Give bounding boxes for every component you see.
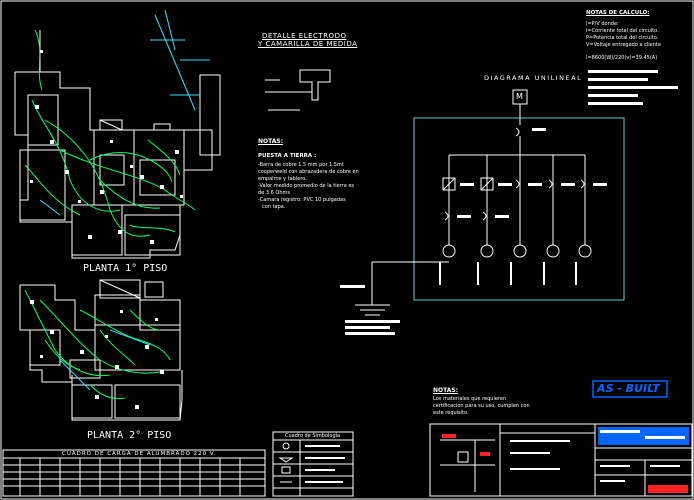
grounding-note-line: con tapa. <box>262 204 286 210</box>
materials-note-line: este requisito. <box>433 410 469 416</box>
calc-notes-heading: NOTAS DE CALCULO: <box>586 10 650 16</box>
materials-notes-heading: NOTAS: <box>433 387 459 394</box>
floor-plan-2-devices <box>30 300 164 409</box>
meter-label: M <box>516 92 523 101</box>
distribution-panel <box>413 117 625 301</box>
grounding-notes-heading: NOTAS: <box>258 138 284 145</box>
floor-plan-2-wiring <box>24 289 171 399</box>
symbology-text-blocks <box>305 445 345 483</box>
electrode-detail-drawing <box>265 69 331 111</box>
single-line-diagram-title: DIAGRAMA UNILINEAL <box>484 74 583 82</box>
grounding-note-line: empalme y tablero. <box>258 176 307 182</box>
as-built-stamp-box <box>592 380 668 398</box>
title-block <box>429 423 693 497</box>
as-built-stamp: AS - BUILT <box>597 382 660 395</box>
grounding-notes-subheading: PUESTA A TIERRA : <box>258 153 317 159</box>
floor-plan-1-wiring <box>24 9 210 237</box>
calc-note-line: V=Voltaje entregado a cliente <box>586 42 661 48</box>
single-line-diagram <box>355 89 625 316</box>
electrode-detail-title-1: DETALLE ELECTRODO <box>262 32 347 40</box>
grounding-note-line: -Camara registro: PVC 10 pulgadas <box>258 197 346 203</box>
grounding-note-line: de 3.6 Ohms <box>258 190 290 196</box>
floor-plan-2-title: PLANTA 2° PISO <box>87 430 172 441</box>
floor-plan-2 <box>19 279 183 421</box>
load-table-title: CUADRO DE CARGA DE ALUMBRADO 220 V. <box>62 451 217 457</box>
calc-formula: I=8600(W)/220(v)=39.45(A) <box>586 55 658 61</box>
grounding-note-line: -Valor medido promedio de la tierra es <box>258 183 355 189</box>
floor-plan-1-title: PLANTA 1° PISO <box>83 263 168 274</box>
electrode-detail-title-2: Y CAMARILLA DE MEDIDA <box>258 40 358 48</box>
title-block-red-mark <box>648 485 688 493</box>
grounding-note-line: cooperweld con abrazadera de cobre en <box>258 169 359 175</box>
calc-notes-extra-blocks <box>588 70 678 105</box>
floor-plan-1-devices <box>30 50 183 244</box>
symbology-title: Cuadro de Simbología <box>285 433 341 439</box>
calc-note-line: I=P/V donde: <box>586 21 619 27</box>
grounding-note-line: -Barra de cobre 1.5 mm por 1.5mt <box>258 162 344 168</box>
materials-note-line: certificación para su uso, cumplen con <box>433 403 530 409</box>
single-line-labels <box>340 128 607 335</box>
load-table <box>2 449 266 497</box>
title-block-marks <box>442 427 689 493</box>
calc-note-line: I=Corriente total del circuito. <box>586 28 659 34</box>
symbology-table <box>272 431 354 497</box>
calc-note-line: P=Potencia total del circuito. <box>586 35 659 41</box>
materials-note-line: Los materiales que requieren <box>433 396 507 402</box>
